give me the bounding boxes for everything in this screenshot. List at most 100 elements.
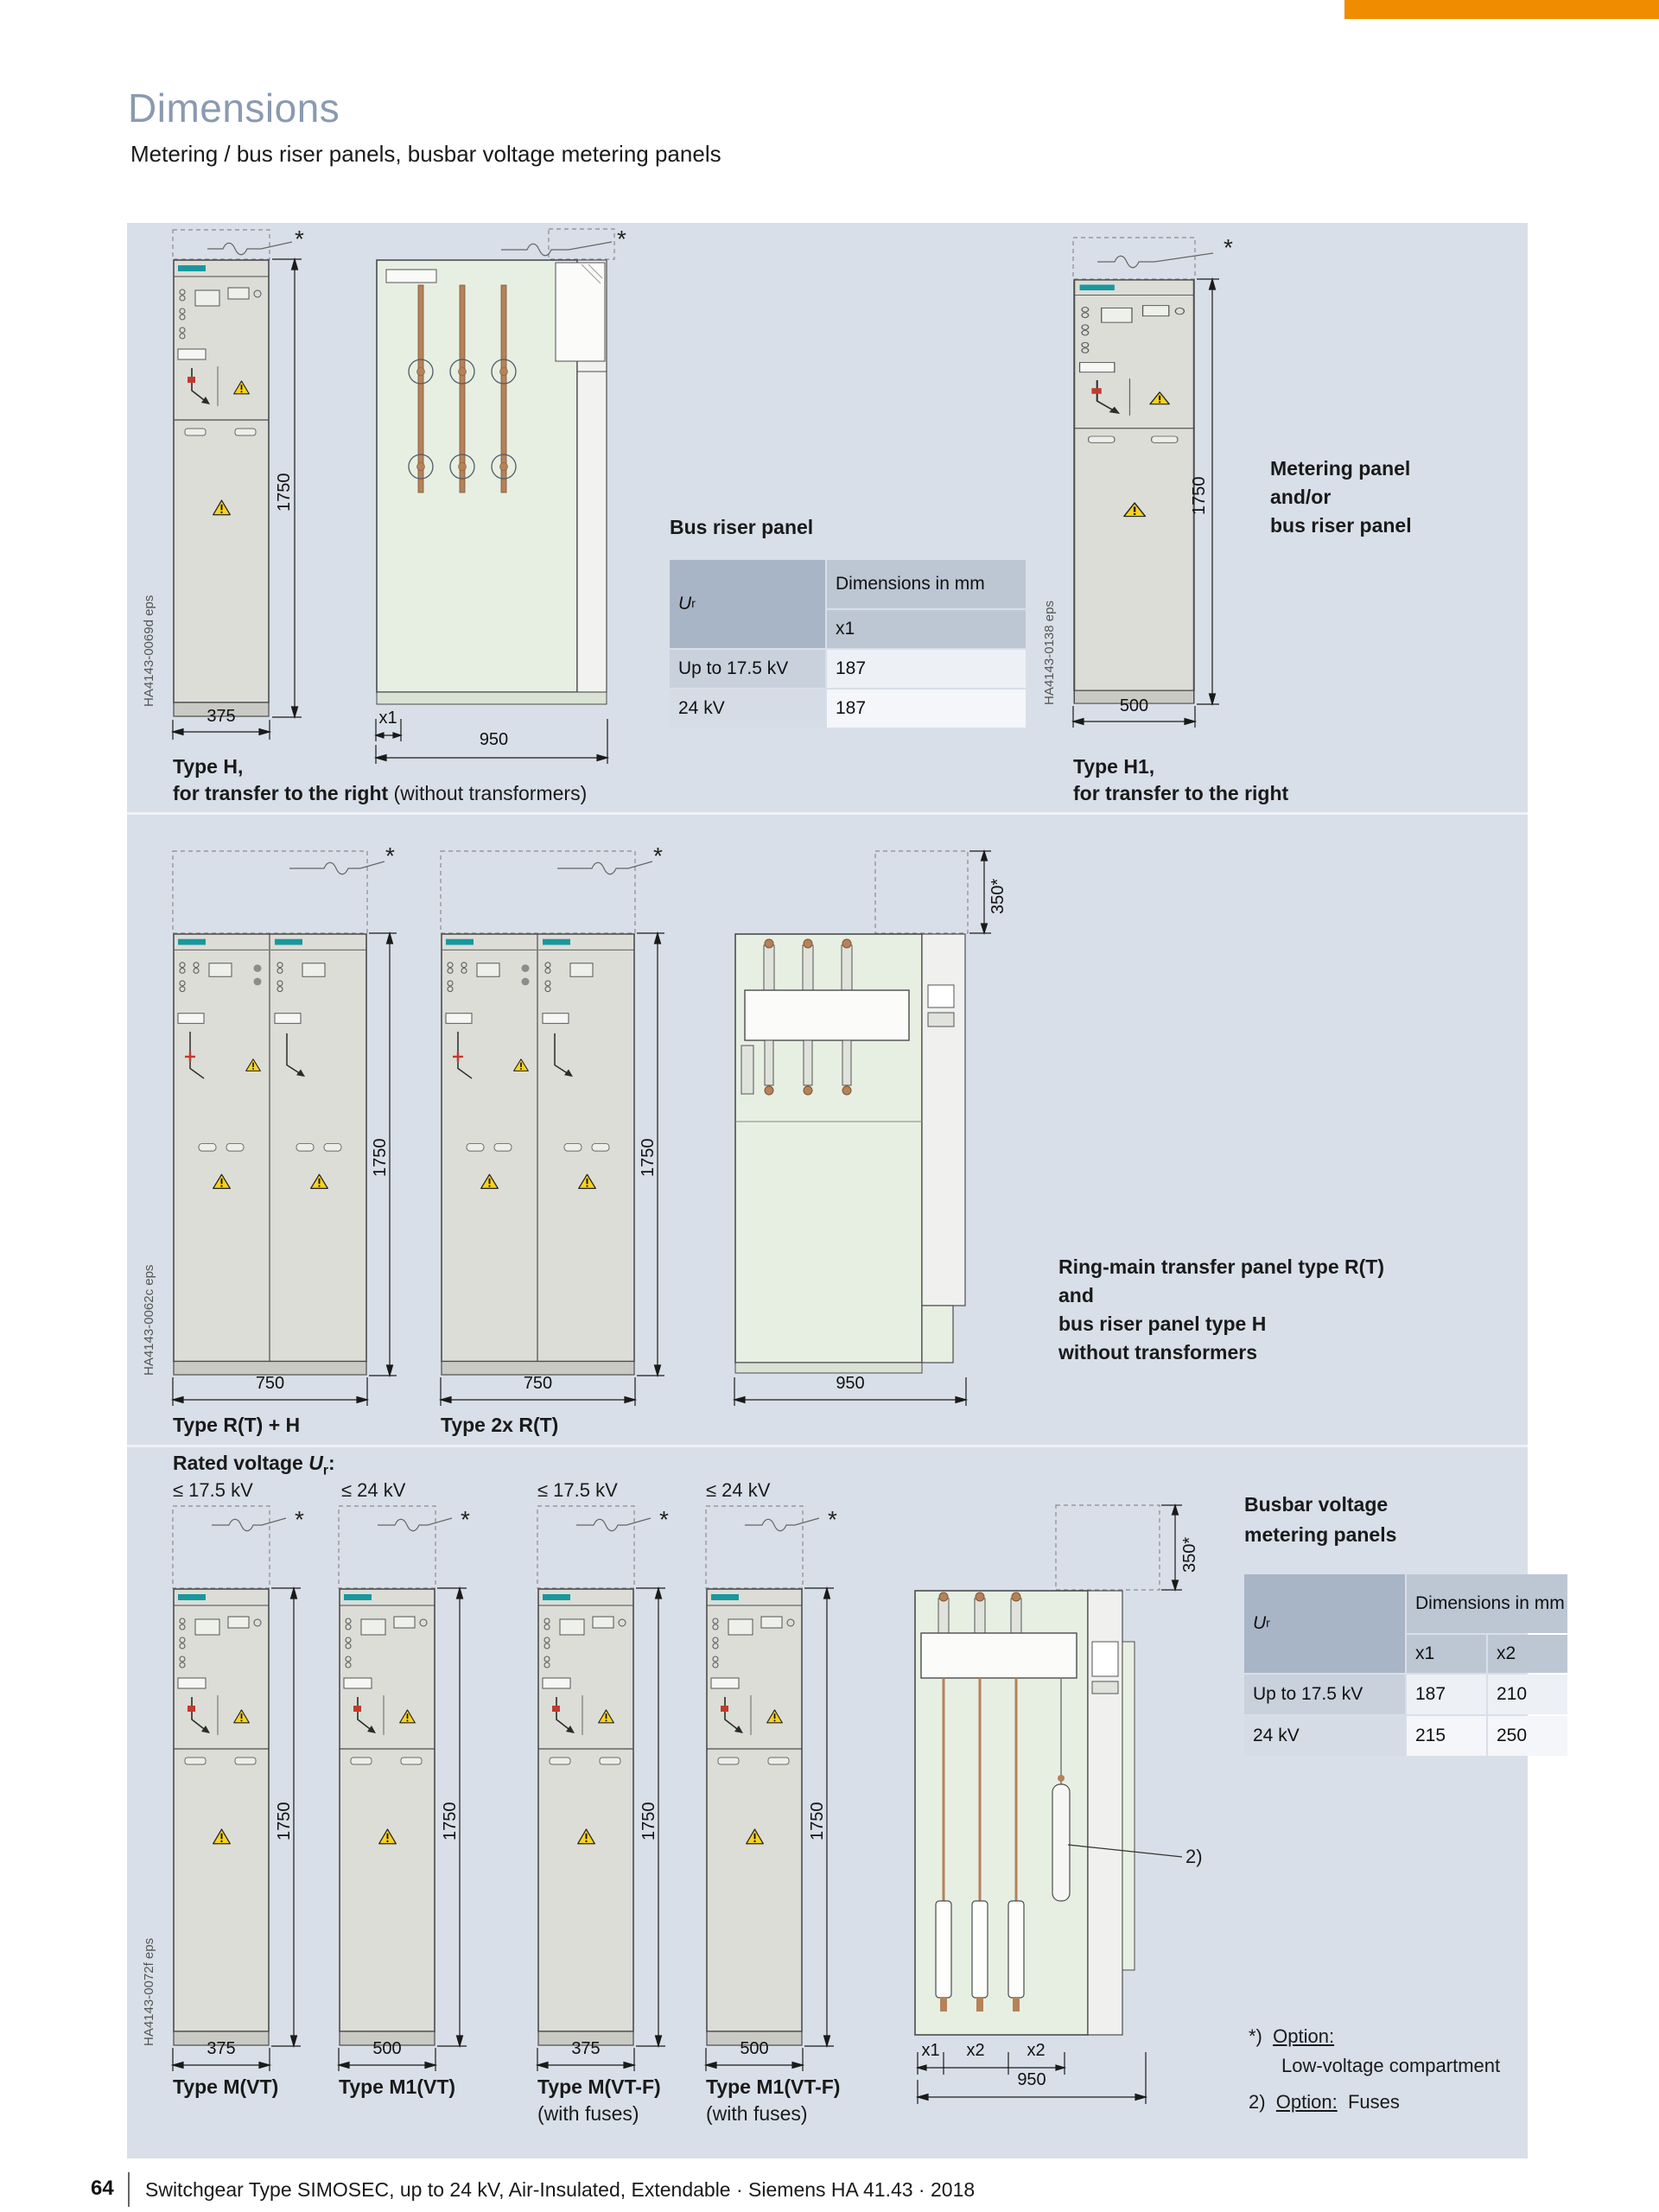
type-mvtf-caption: Type M(VT-F) (with fuses) [537, 2075, 661, 2125]
table-row-label: Up to 17.5 kV [1244, 1675, 1405, 1714]
table-row-value: 210 [1488, 1675, 1567, 1714]
type-mvt-caption: Type M(VT) [173, 2075, 279, 2098]
fuse-callout-leader [1067, 1844, 1183, 1858]
side-view-fuses-drawing [914, 1503, 1183, 2104]
type-mvtf-drawing [535, 1505, 665, 2071]
option-asterisk: * [461, 1506, 470, 1533]
dim-label-950: 950 [836, 1374, 865, 1393]
break-line [557, 861, 653, 875]
bus-riser-front-drawing [373, 228, 615, 764]
break-line [207, 241, 293, 256]
option-asterisk: * [1224, 234, 1233, 261]
option-asterisk: * [828, 1506, 837, 1533]
type-rt-h-drawing [170, 850, 397, 1406]
footer-divider [128, 2172, 130, 2207]
dim-label-750: 750 [523, 1374, 553, 1393]
top-dimension-350 [1161, 1503, 1182, 1592]
footer-text: Switchgear Type SIMOSEC, up to 24 kV, Ai… [145, 2178, 976, 2201]
optional-compartment-dashed-outline [1055, 1504, 1160, 1591]
dim-label-1750: 1750 [639, 1138, 658, 1178]
brand-accent-bar [1344, 0, 1659, 19]
table-header-dimensions: Dimensions in mm [827, 560, 1026, 608]
dim-label-1750: 1750 [275, 1802, 294, 1841]
page-subtitle: Metering / bus riser panels, busbar volt… [130, 141, 721, 167]
table-row-label: 24 kV [1244, 1716, 1405, 1756]
option-asterisk: * [659, 1506, 669, 1533]
top-dimension-350 [969, 849, 991, 935]
type-m1vtf-drawing [703, 1505, 834, 2071]
type-h1-caption: Type H1, for transfer to the right [1073, 755, 1289, 804]
dim-label-500: 500 [1119, 696, 1149, 715]
break-line [501, 241, 613, 257]
break-line [289, 861, 385, 875]
height-dimension [437, 1586, 467, 2049]
optional-compartment-dashed-outline [172, 1505, 270, 1589]
table-subheader-x1: x1 [827, 610, 1026, 648]
width-dimension [732, 1377, 969, 1406]
x1-dimension [374, 719, 403, 741]
width-dimension [438, 1377, 638, 1406]
break-line [745, 1517, 820, 1532]
option-asterisk: * [653, 842, 663, 869]
dim-label-1750: 1750 [808, 1802, 827, 1841]
drawing-id-label: HA4143-0069d eps [142, 594, 156, 707]
optional-compartment-dashed-outline [537, 1505, 635, 1589]
width-dimension [703, 2048, 805, 2071]
type-rt-h-caption: Type R(T) + H [173, 1414, 301, 1436]
table-row-value: 250 [1488, 1716, 1567, 1756]
optional-compartment-dashed-outline [338, 1505, 436, 1589]
height-dimension [637, 931, 664, 1378]
height-dimension [1197, 276, 1219, 707]
table-row-label: Up to 17.5 kV [670, 650, 825, 688]
cabinet-front-graphic [340, 1589, 435, 2045]
dim-label-1750: 1750 [441, 1802, 460, 1841]
height-dimension [271, 1586, 301, 2049]
drawing-id-label: HA4143-0138 eps [1042, 601, 1057, 705]
optional-compartment-dashed-outline [1072, 237, 1196, 280]
break-line [576, 1517, 652, 1532]
drawing-id-label: HA4143-0072f eps [142, 1937, 156, 2046]
dim-label-1750: 1750 [275, 473, 294, 512]
type-mvt-drawing [170, 1505, 301, 2071]
footnote-option-compartment: *) Option: [1249, 2025, 1335, 2047]
table-row-value: 215 [1407, 1716, 1486, 1756]
table-header-dimensions: Dimensions in mm [1407, 1574, 1567, 1633]
option-asterisk: * [295, 226, 304, 252]
voltage-label: ≤ 17.5 kV [173, 1479, 253, 1501]
type-2x-rt-caption: Type 2x R(T) [441, 1414, 559, 1436]
fuse-callout-label: 2) [1185, 1846, 1203, 1867]
dim-label-950: 950 [479, 730, 509, 749]
optional-compartment-dashed-outline [548, 228, 615, 260]
dim-label-x2: x2 [966, 2041, 985, 2060]
type-h-front-drawing [170, 229, 302, 740]
footnote-option-compartment-text: Low-voltage compartment [1281, 2055, 1501, 2076]
width-dimension [336, 2048, 438, 2071]
width-dimension [1071, 706, 1198, 728]
cabinet-front-graphic [174, 260, 269, 716]
table-subheader-x2: x2 [1488, 1635, 1567, 1673]
table-row-value: 187 [827, 690, 1026, 728]
bus-riser-table-title: Bus riser panel [670, 516, 814, 538]
dim-label-950: 950 [1017, 2070, 1046, 2089]
side-view-drawing [732, 849, 991, 1406]
metering-panel-note: Metering panel and/or bus riser panel [1270, 457, 1412, 537]
voltage-label: ≤ 24 kV [341, 1479, 406, 1501]
optional-compartment-dashed-outline [705, 1505, 804, 1589]
type-m1vt-caption: Type M1(VT) [339, 2075, 456, 2098]
dim-label-350: 350* [1180, 1536, 1199, 1573]
section-divider-1 [127, 812, 1528, 815]
table-subheader-x1: x1 [1407, 1635, 1486, 1673]
ring-main-note: Ring-main transfer panel type R(T) and b… [1058, 1255, 1384, 1363]
double-cabinet-graphic [442, 934, 634, 1375]
table-row-label: 24 kV [670, 690, 825, 728]
dim-label-x2: x2 [1027, 2041, 1046, 2060]
optional-compartment-dashed-outline [874, 850, 969, 934]
height-dimension [804, 1586, 834, 2049]
dim-label-1750: 1750 [1190, 476, 1209, 516]
width-dimension [373, 719, 610, 764]
type-m1vtf-caption: Type M1(VT-F) (with fuses) [706, 2075, 841, 2125]
break-line [1097, 252, 1214, 269]
section-divider-2 [127, 1445, 1528, 1447]
